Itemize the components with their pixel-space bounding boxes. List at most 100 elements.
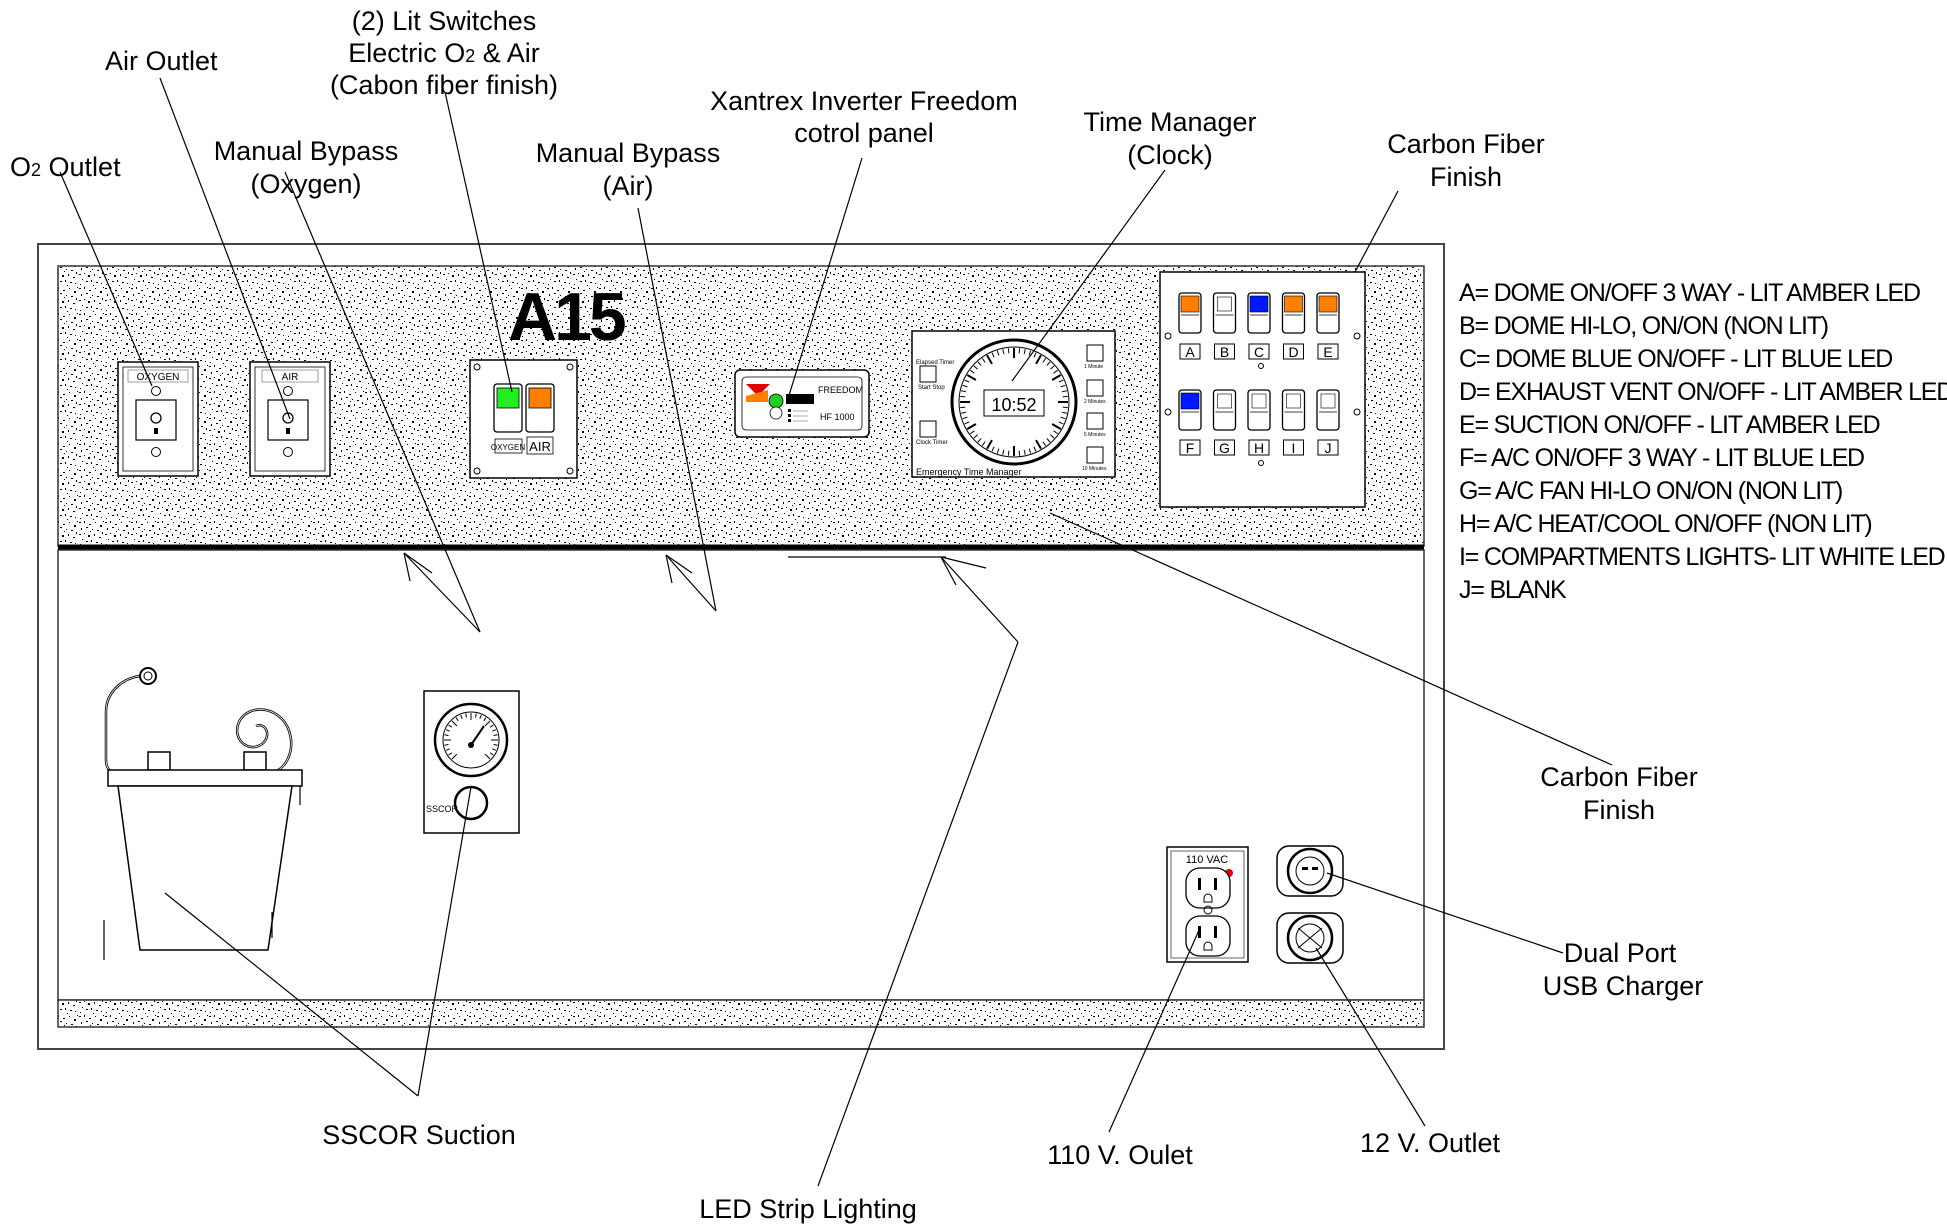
switch-letter-i: I [1292, 440, 1296, 456]
clock-tick [1002, 349, 1005, 355]
timer-label-clock: Clock Timer [916, 440, 948, 446]
clock-face [950, 338, 1078, 466]
rocker-switch-i[interactable] [1281, 389, 1306, 431]
callout-led-strip: LED Strip Lighting [699, 1194, 917, 1224]
switch-letter-box [1248, 439, 1270, 456]
o2-outlet[interactable]: OXYGEN [117, 361, 199, 477]
clock-tick [1050, 365, 1055, 370]
clock-tick [964, 379, 970, 383]
switch-letter-d: D [1288, 344, 1298, 360]
gauge-tick [455, 717, 459, 722]
rocker-switch-b[interactable] [1212, 292, 1237, 334]
switch-letter-box [1214, 343, 1235, 360]
rocker-switch-g[interactable] [1212, 389, 1237, 431]
clock-tick [1046, 361, 1051, 366]
air-switch-label: AIR [529, 439, 551, 454]
gauge-tick [448, 724, 453, 728]
oxygen-switch-led[interactable] [496, 387, 520, 409]
timer-1-minute-button[interactable] [1086, 344, 1104, 362]
clock-tick [1061, 411, 1067, 414]
clock-tick [1035, 354, 1042, 365]
clock-tick [1051, 374, 1062, 381]
switch-letter-h: H [1254, 440, 1264, 456]
air-switch-led[interactable] [528, 387, 552, 409]
callout-time-manager-1: Time Manager [1083, 107, 1256, 137]
legend-line: B= DOME HI-LO, ON/ON (NON LIT) [1459, 312, 1828, 340]
rocker-switch-f[interactable] [1178, 389, 1202, 431]
carbon-fiber-bottom-band [57, 999, 1425, 1028]
clock-tick [986, 439, 993, 450]
callout-dual-port-usb-1: Dual Port [1564, 938, 1677, 968]
clock-tick [1033, 352, 1037, 358]
legend-line: F= A/C ON/OFF 3 WAY - LIT BLUE LED [1459, 444, 1864, 472]
callout-bypass-oxygen-2: (Oxygen) [250, 169, 361, 199]
inverter-model: HF 1000 [820, 412, 855, 422]
clock-tick [986, 354, 993, 365]
gauge-tick [460, 714, 463, 719]
rocker-switch-c[interactable] [1247, 292, 1271, 334]
outlet-110-receptacle-top[interactable] [1185, 867, 1231, 909]
switch-letter-b: B [1220, 344, 1229, 360]
svg-text:8.8.8: 8.8.8 [789, 395, 807, 404]
clock-tick [1060, 416, 1066, 420]
gauge-tick [451, 753, 458, 760]
usb-charger-port[interactable] [1276, 845, 1344, 897]
timer-2-minutes-button[interactable] [1086, 379, 1104, 397]
clock-tick [1018, 348, 1021, 354]
gauge-tick [451, 720, 458, 727]
gauge-tick [492, 729, 497, 732]
clock-tick [970, 369, 975, 374]
rocker-switch-e[interactable] [1316, 292, 1340, 334]
xantrex-inverter-panel[interactable]: 8.8.8 [734, 369, 870, 438]
timer-label-5m: 5 Minutes [1084, 432, 1106, 438]
rocker-switch-a[interactable] [1178, 292, 1202, 334]
switch-letter-a: A [1185, 344, 1195, 360]
suction-brand-tag: SSCOR [426, 804, 459, 814]
clock-tick [1007, 450, 1010, 456]
clock-tick [960, 406, 966, 409]
switch-letter-box [1283, 343, 1304, 360]
legend-line: G= A/C FAN HI-LO ON/ON (NON LIT) [1459, 477, 1842, 505]
suction-canister [103, 667, 303, 960]
clock-tick [966, 374, 977, 381]
gauge-tick [493, 734, 498, 737]
gauge-tick [444, 734, 449, 737]
clock-tick [961, 390, 967, 393]
clock-tick [1023, 349, 1026, 355]
switch-letter-box [1248, 343, 1270, 360]
timer-caption: Emergency Time Manager [916, 467, 1022, 477]
clock-tick [1050, 434, 1055, 439]
outlet-12v[interactable] [1276, 912, 1344, 964]
switch-letter-box [1317, 439, 1339, 456]
rocker-switch-j[interactable] [1316, 389, 1340, 431]
rocker-switch-h[interactable] [1247, 389, 1271, 431]
clock-tick [1033, 446, 1037, 452]
rocker-switch-d[interactable] [1281, 292, 1306, 334]
clock-tick [1042, 358, 1047, 363]
timer-label-10m: 10 Minutes [1082, 466, 1107, 472]
timer-5-minutes-button[interactable] [1086, 412, 1104, 430]
clock-tick [1058, 379, 1064, 383]
suction-gauge[interactable] [433, 702, 509, 778]
elapsed-timer-button[interactable] [919, 365, 937, 383]
callout-carbon-fiber-right-1: Carbon Fiber [1540, 762, 1698, 792]
gauge-tick [465, 713, 468, 718]
clock-timer-button[interactable] [919, 420, 937, 438]
switch-letter-j: J [1325, 440, 1332, 456]
callout-lit-switches-1: (2) Lit Switches [352, 6, 537, 36]
gauge-tick [444, 743, 449, 746]
timer-label-elapsed: Elapsed Timer [916, 360, 954, 366]
clock-tick [966, 423, 977, 430]
callout-110-outlet: 110 V. Oulet [1047, 1140, 1193, 1170]
timer-label-1m: 1 Minute [1084, 364, 1103, 370]
timer-10-minutes-button[interactable] [1086, 446, 1104, 464]
outlet-110-receptacle-bottom[interactable] [1185, 915, 1231, 957]
clock-tick [973, 434, 978, 439]
suction-regulator-knob[interactable] [453, 785, 489, 821]
clock-tick [1062, 406, 1068, 409]
gauge-tick [448, 752, 453, 756]
panel-code: A15 [508, 279, 625, 355]
legend-line: H= A/C HEAT/COOL ON/OFF (NON LIT) [1459, 510, 1872, 538]
switch-letter-box [1283, 439, 1304, 456]
